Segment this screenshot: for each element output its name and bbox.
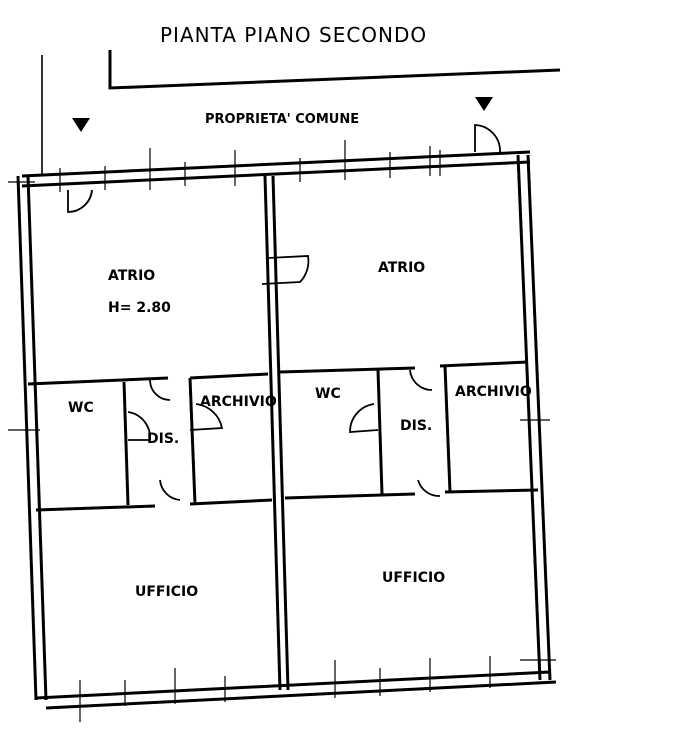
partitions (27, 360, 539, 512)
wall-hatching (8, 140, 556, 722)
room-wc-left: WC (68, 400, 94, 416)
room-atrio-left: ATRIO (108, 268, 155, 284)
room-ufficio-right: UFFICIO (382, 570, 445, 586)
room-atrio-right: ATRIO (378, 260, 425, 276)
central-wall (263, 175, 290, 691)
room-dis-right: DIS. (400, 418, 432, 434)
neighbor-boundary (41, 50, 561, 175)
room-archivio-right: ARCHIVIO (455, 384, 532, 400)
common-area-label: PROPRIETA' COMUNE (205, 112, 359, 127)
entrance-arrow-icon (72, 118, 90, 132)
doors (67, 124, 501, 501)
room-ufficio-left: UFFICIO (135, 584, 198, 600)
room-archivio-left: ARCHIVIO (200, 394, 277, 410)
entrance-arrow-icon (475, 97, 493, 111)
room-wc-right: WC (315, 386, 341, 402)
plan-title: PIANTA PIANO SECONDO (160, 23, 427, 47)
outer-walls (16, 150, 557, 710)
room-height-label: H= 2.80 (108, 300, 171, 316)
room-dis-left: DIS. (147, 431, 179, 447)
